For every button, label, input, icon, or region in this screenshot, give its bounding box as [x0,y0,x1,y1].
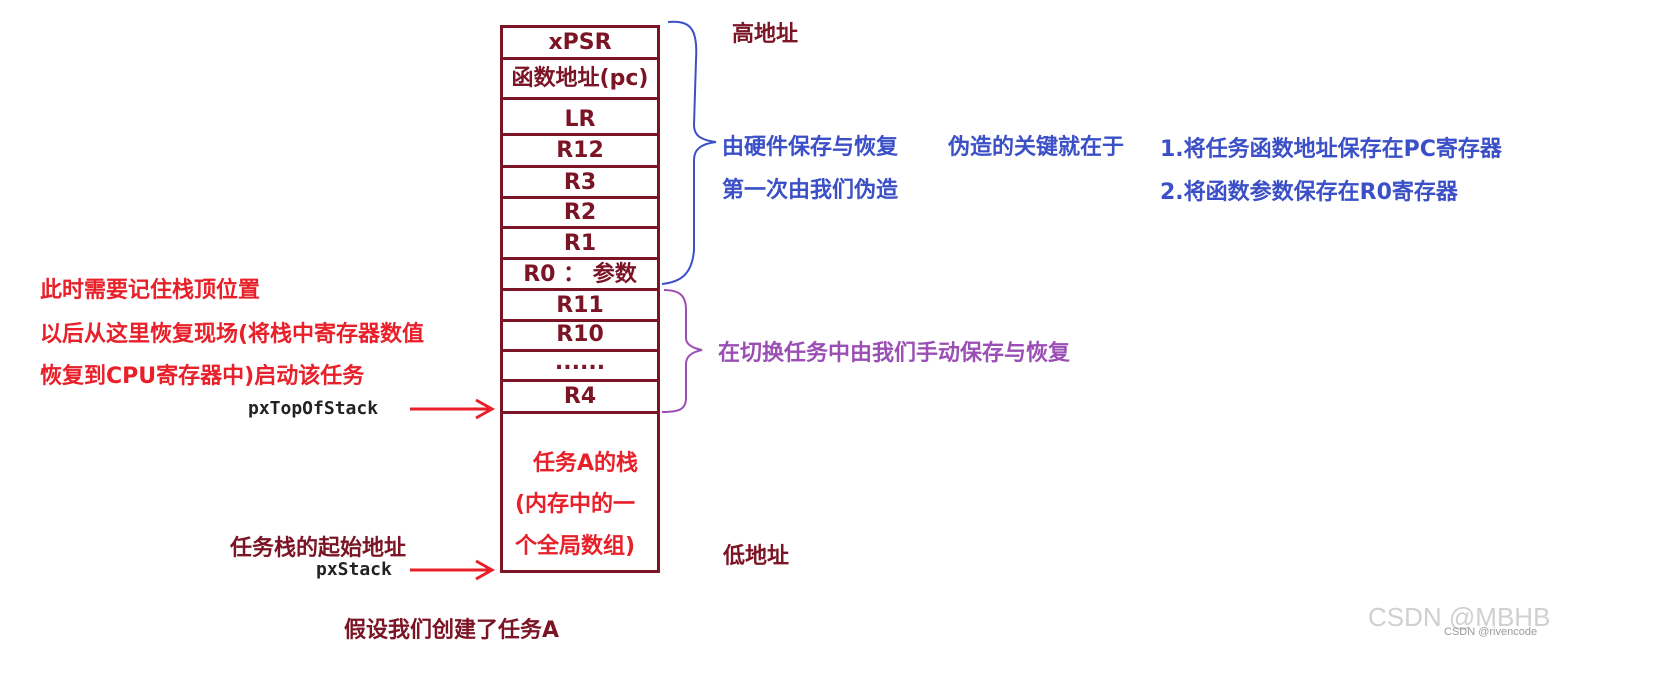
key-point-2: 2.将函数参数保存在R0寄存器 [1160,180,1458,205]
px-stack-arrow-head [475,559,496,581]
stack-cell-r11: R11 [503,291,657,322]
left-note-line-2: 以后从这里恢复现场(将栈中寄存器数值 [40,322,425,347]
px-stack-label: pxStack [316,559,392,580]
stack-cell-ellipsis: ...... [503,352,657,382]
stack-cell-r1: R1 [503,229,657,260]
stack-cell-r3: R3 [503,168,657,199]
stack-body-line-2: (内存中的一 [515,492,636,517]
stack-cell-r0: R0 ： 参数 [503,260,657,291]
high-address-label: 高地址 [732,22,799,47]
stack-cell-pc: 函数地址(pc) [503,60,657,100]
manual-brace [661,289,703,413]
watermark-small: CSDN @rivencode [1444,626,1538,638]
manual-save-note: 在切换任务中由我们手动保存与恢复 [718,341,1071,366]
task-stack: xPSR 函数地址(pc) LR R12 R3 R2 R1 R0 ： 参数 R1… [500,25,660,573]
stack-start-label: 任务栈的起始地址 [230,536,407,561]
top-of-stack-label: pxTopOfStack [248,398,379,419]
stack-cell-r10: R10 [503,322,657,352]
caption: 假设我们创建了任务A [344,618,560,643]
stack-cell-r2: R2 [503,199,657,229]
stack-cell-lr: LR [503,100,657,136]
left-note-line-3: 恢复到CPU寄存器中)启动该任务 [40,364,365,389]
stack-cell-xpsr: xPSR [503,28,657,60]
hardware-brace [661,20,717,285]
hardware-note-line-2: 第一次由我们伪造 [722,178,899,203]
stack-cell-r4: R4 [503,382,657,414]
stack-body-line-1: 任务A的栈 [533,451,639,476]
key-point-1: 1.将任务函数地址保存在PC寄存器 [1160,137,1502,162]
left-note-line-1: 此时需要记住栈顶位置 [40,278,261,303]
low-address-label: 低地址 [723,544,790,569]
stack-body-line-3: 个全局数组) [515,534,636,559]
watermark: CSDN @MBHB [1368,602,1551,632]
top-of-stack-arrow-head [475,398,496,420]
hardware-note-line-1: 由硬件保存与恢复 [722,135,899,160]
stack-cell-r12: R12 [503,136,657,168]
key-intro: 伪造的关键就在于 [948,135,1125,160]
